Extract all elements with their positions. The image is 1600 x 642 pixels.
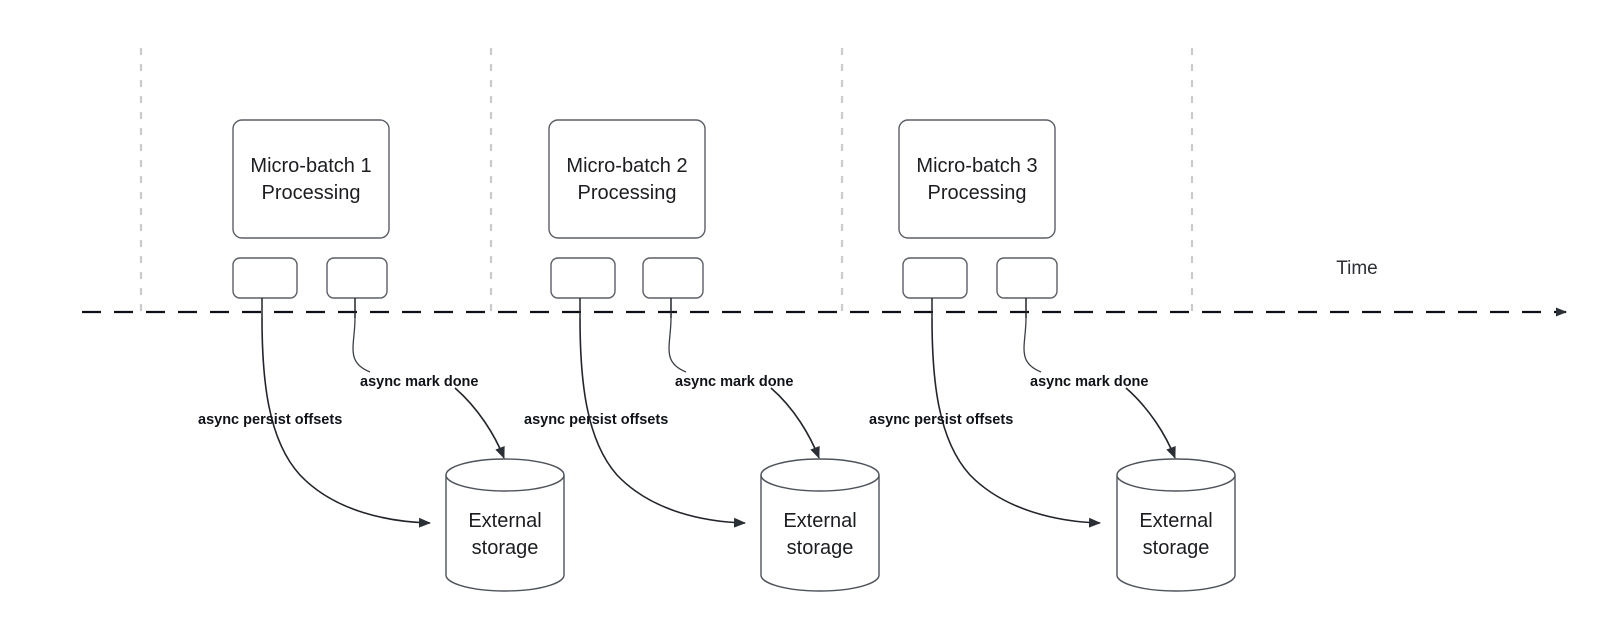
microbatch-1-label-line2: Processing bbox=[262, 182, 361, 204]
external-storage-2-label-line2: storage bbox=[787, 537, 854, 559]
mark-done-edge-2-lower bbox=[770, 387, 820, 459]
external-storage-1-top bbox=[445, 458, 565, 492]
microbatch-group-2: Micro-batch 2 Processing async mark done… bbox=[524, 119, 880, 592]
microbatch-3-box[interactable] bbox=[898, 119, 1056, 239]
microbatch-1-label-line1: Micro-batch 1 bbox=[250, 155, 371, 177]
time-axis-label: Time bbox=[1336, 258, 1378, 279]
external-storage-1-body bbox=[445, 475, 565, 592]
mark-done-label-2: async mark done bbox=[675, 374, 793, 390]
mark-done-label-1: async mark done bbox=[360, 374, 478, 390]
persist-task-box-3[interactable] bbox=[902, 257, 968, 299]
persist-offsets-label-2: async persist offsets bbox=[524, 412, 668, 428]
mark-done-edge-1-upper bbox=[352, 317, 371, 373]
external-storage-1-label-line1: External bbox=[468, 510, 541, 532]
microbatch-2-box[interactable] bbox=[548, 119, 706, 239]
external-storage-2-label-line1: External bbox=[783, 510, 856, 532]
external-storage-3-top bbox=[1116, 458, 1236, 492]
mark-done-edge-2-upper bbox=[668, 317, 687, 373]
persist-offsets-edge-3 bbox=[931, 317, 1101, 528]
microbatch-group-3: Micro-batch 3 Processing async mark done… bbox=[869, 119, 1236, 592]
microbatch-1-box[interactable] bbox=[232, 119, 390, 239]
external-storage-1[interactable]: External storage bbox=[445, 458, 565, 592]
persist-offsets-label-1: async persist offsets bbox=[198, 412, 342, 428]
external-storage-3-label-line2: storage bbox=[1143, 537, 1210, 559]
microbatch-2-label-line2: Processing bbox=[578, 182, 677, 204]
microbatch-2-label-line1: Micro-batch 2 bbox=[566, 155, 687, 177]
persist-offsets-edge-1 bbox=[261, 317, 431, 528]
external-storage-2[interactable]: External storage bbox=[760, 458, 880, 592]
mark-done-edge-1-lower bbox=[454, 387, 505, 459]
external-storage-3-label-line1: External bbox=[1139, 510, 1212, 532]
external-storage-2-top bbox=[760, 458, 880, 492]
persist-task-box-1[interactable] bbox=[232, 257, 298, 299]
microbatch-group-1: Micro-batch 1 Processing async mark done… bbox=[198, 119, 565, 592]
microbatch-3-label-line2: Processing bbox=[928, 182, 1027, 204]
persist-offsets-edge-2 bbox=[579, 317, 746, 528]
microbatch-3-label-line1: Micro-batch 3 bbox=[916, 155, 1037, 177]
external-storage-1-label-line2: storage bbox=[472, 537, 539, 559]
mark-done-task-box-3[interactable] bbox=[996, 257, 1058, 299]
persist-task-box-2[interactable] bbox=[550, 257, 616, 299]
mark-done-edge-3-upper bbox=[1023, 317, 1042, 373]
mark-done-task-box-2[interactable] bbox=[642, 257, 704, 299]
persist-offsets-label-3: async persist offsets bbox=[869, 412, 1013, 428]
mark-done-label-3: async mark done bbox=[1030, 374, 1148, 390]
external-storage-3[interactable]: External storage bbox=[1116, 458, 1236, 592]
external-storage-2-body bbox=[760, 475, 880, 592]
external-storage-3-body bbox=[1116, 475, 1236, 592]
lane-divider-group bbox=[139, 48, 1194, 320]
mark-done-task-box-1[interactable] bbox=[326, 257, 388, 299]
mark-done-edge-3-lower bbox=[1125, 387, 1176, 459]
